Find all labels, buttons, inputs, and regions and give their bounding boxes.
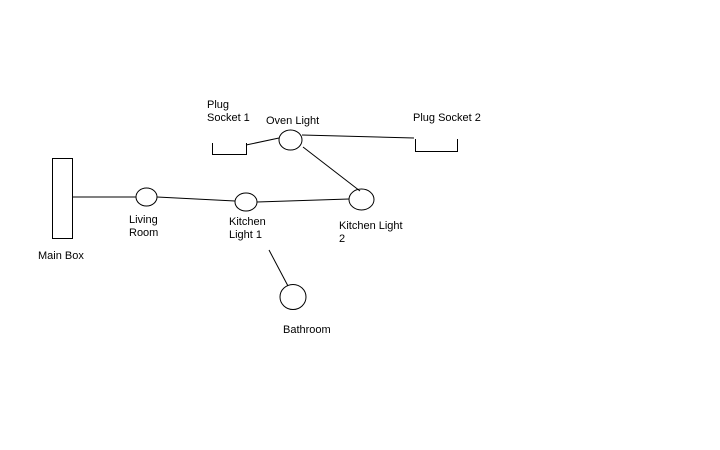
main-box-label: Main Box — [38, 250, 84, 263]
kitchen-light-2-label-line-1: Kitchen Light — [339, 220, 403, 232]
living-room-label: Living Room — [129, 214, 158, 240]
kitchen-light-1-label: Kitchen Light 1 — [229, 216, 266, 242]
oven-light-label-text: Oven Light — [266, 115, 320, 127]
plug-socket-2-label-text: Plug Socket 2 — [413, 112, 481, 124]
living-room-light — [135, 187, 158, 207]
wire-oven-light-to-plug-socket-2 — [301, 134, 415, 139]
plug-socket-2-shape — [415, 139, 458, 152]
wire-oven-light-to-plug-socket-1 — [245, 137, 280, 146]
wire-kitchen-light-1-to-kitchen-light-2 — [256, 198, 350, 203]
kitchen-light-1-label-line-1: Kitchen — [229, 216, 266, 228]
kitchen-light-2-label: Kitchen Light 2 — [339, 220, 403, 246]
kitchen-light-1 — [234, 192, 258, 212]
wire-living-room-to-kitchen-light-1 — [156, 196, 236, 202]
bathroom-label: Bathroom — [283, 324, 331, 337]
oven-light-label: Oven Light — [266, 115, 319, 128]
wire-kitchen-light-2-to-oven-light — [302, 146, 361, 192]
plug-socket-1-shape — [212, 143, 247, 155]
kitchen-light-2 — [348, 188, 375, 211]
plug-socket-1-label-line-2: Socket 1 — [207, 112, 250, 124]
wire-kitchen-light-1-to-bathroom — [268, 249, 289, 287]
oven-light — [278, 129, 303, 151]
plug-socket-1-label-line-1: Plug — [207, 99, 230, 111]
bathroom-light — [279, 284, 307, 310]
kitchen-light-2-label-line-2: 2 — [339, 233, 346, 245]
plug-socket-1-label: Plug Socket 1 — [207, 99, 250, 125]
living-room-label-line-2: Room — [129, 227, 159, 239]
main-box-label-text: Main Box — [38, 250, 84, 262]
bathroom-label-text: Bathroom — [283, 324, 331, 336]
plug-socket-2-label: Plug Socket 2 — [413, 112, 481, 125]
living-room-label-line-1: Living — [129, 214, 158, 226]
main-box-shape — [52, 158, 73, 239]
kitchen-light-1-label-line-2: Light 1 — [229, 229, 263, 241]
